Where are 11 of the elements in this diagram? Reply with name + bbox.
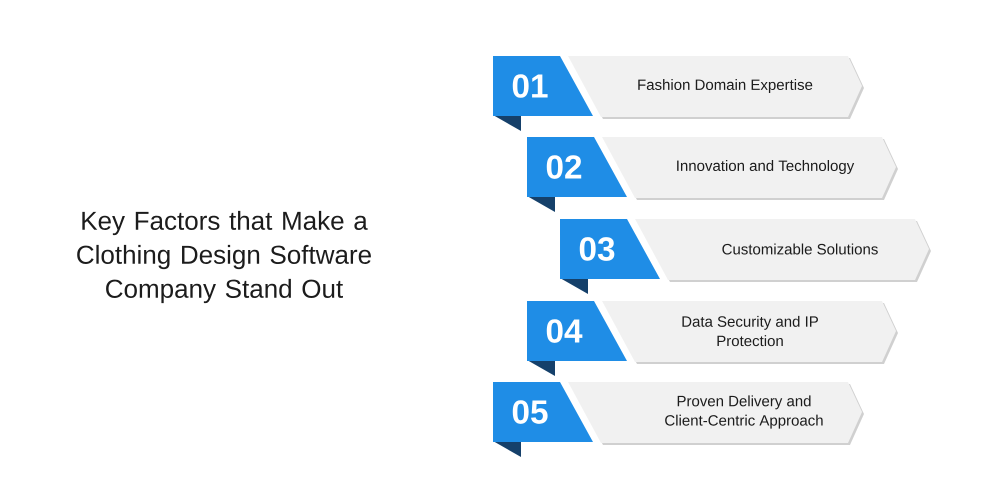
number-tab: 02	[527, 137, 627, 212]
arrow-banner: Proven Delivery and Client-Centric Approach	[568, 382, 864, 445]
arrow-banner: Innovation and Technology	[602, 137, 898, 200]
number-tab: 01	[493, 56, 593, 131]
arrow-banner: Customizable Solutions	[635, 219, 931, 282]
arrow-banner: Data Security and IP Protection	[602, 301, 898, 364]
number-tab: 05	[493, 382, 593, 457]
number-tab: 04	[527, 301, 627, 376]
arrow-banner: Fashion Domain Expertise	[568, 56, 864, 119]
title: Key Factors that Make a Clothing Design Software Company Stand Out	[77, 210, 371, 304]
number-tab: 03	[560, 219, 660, 294]
